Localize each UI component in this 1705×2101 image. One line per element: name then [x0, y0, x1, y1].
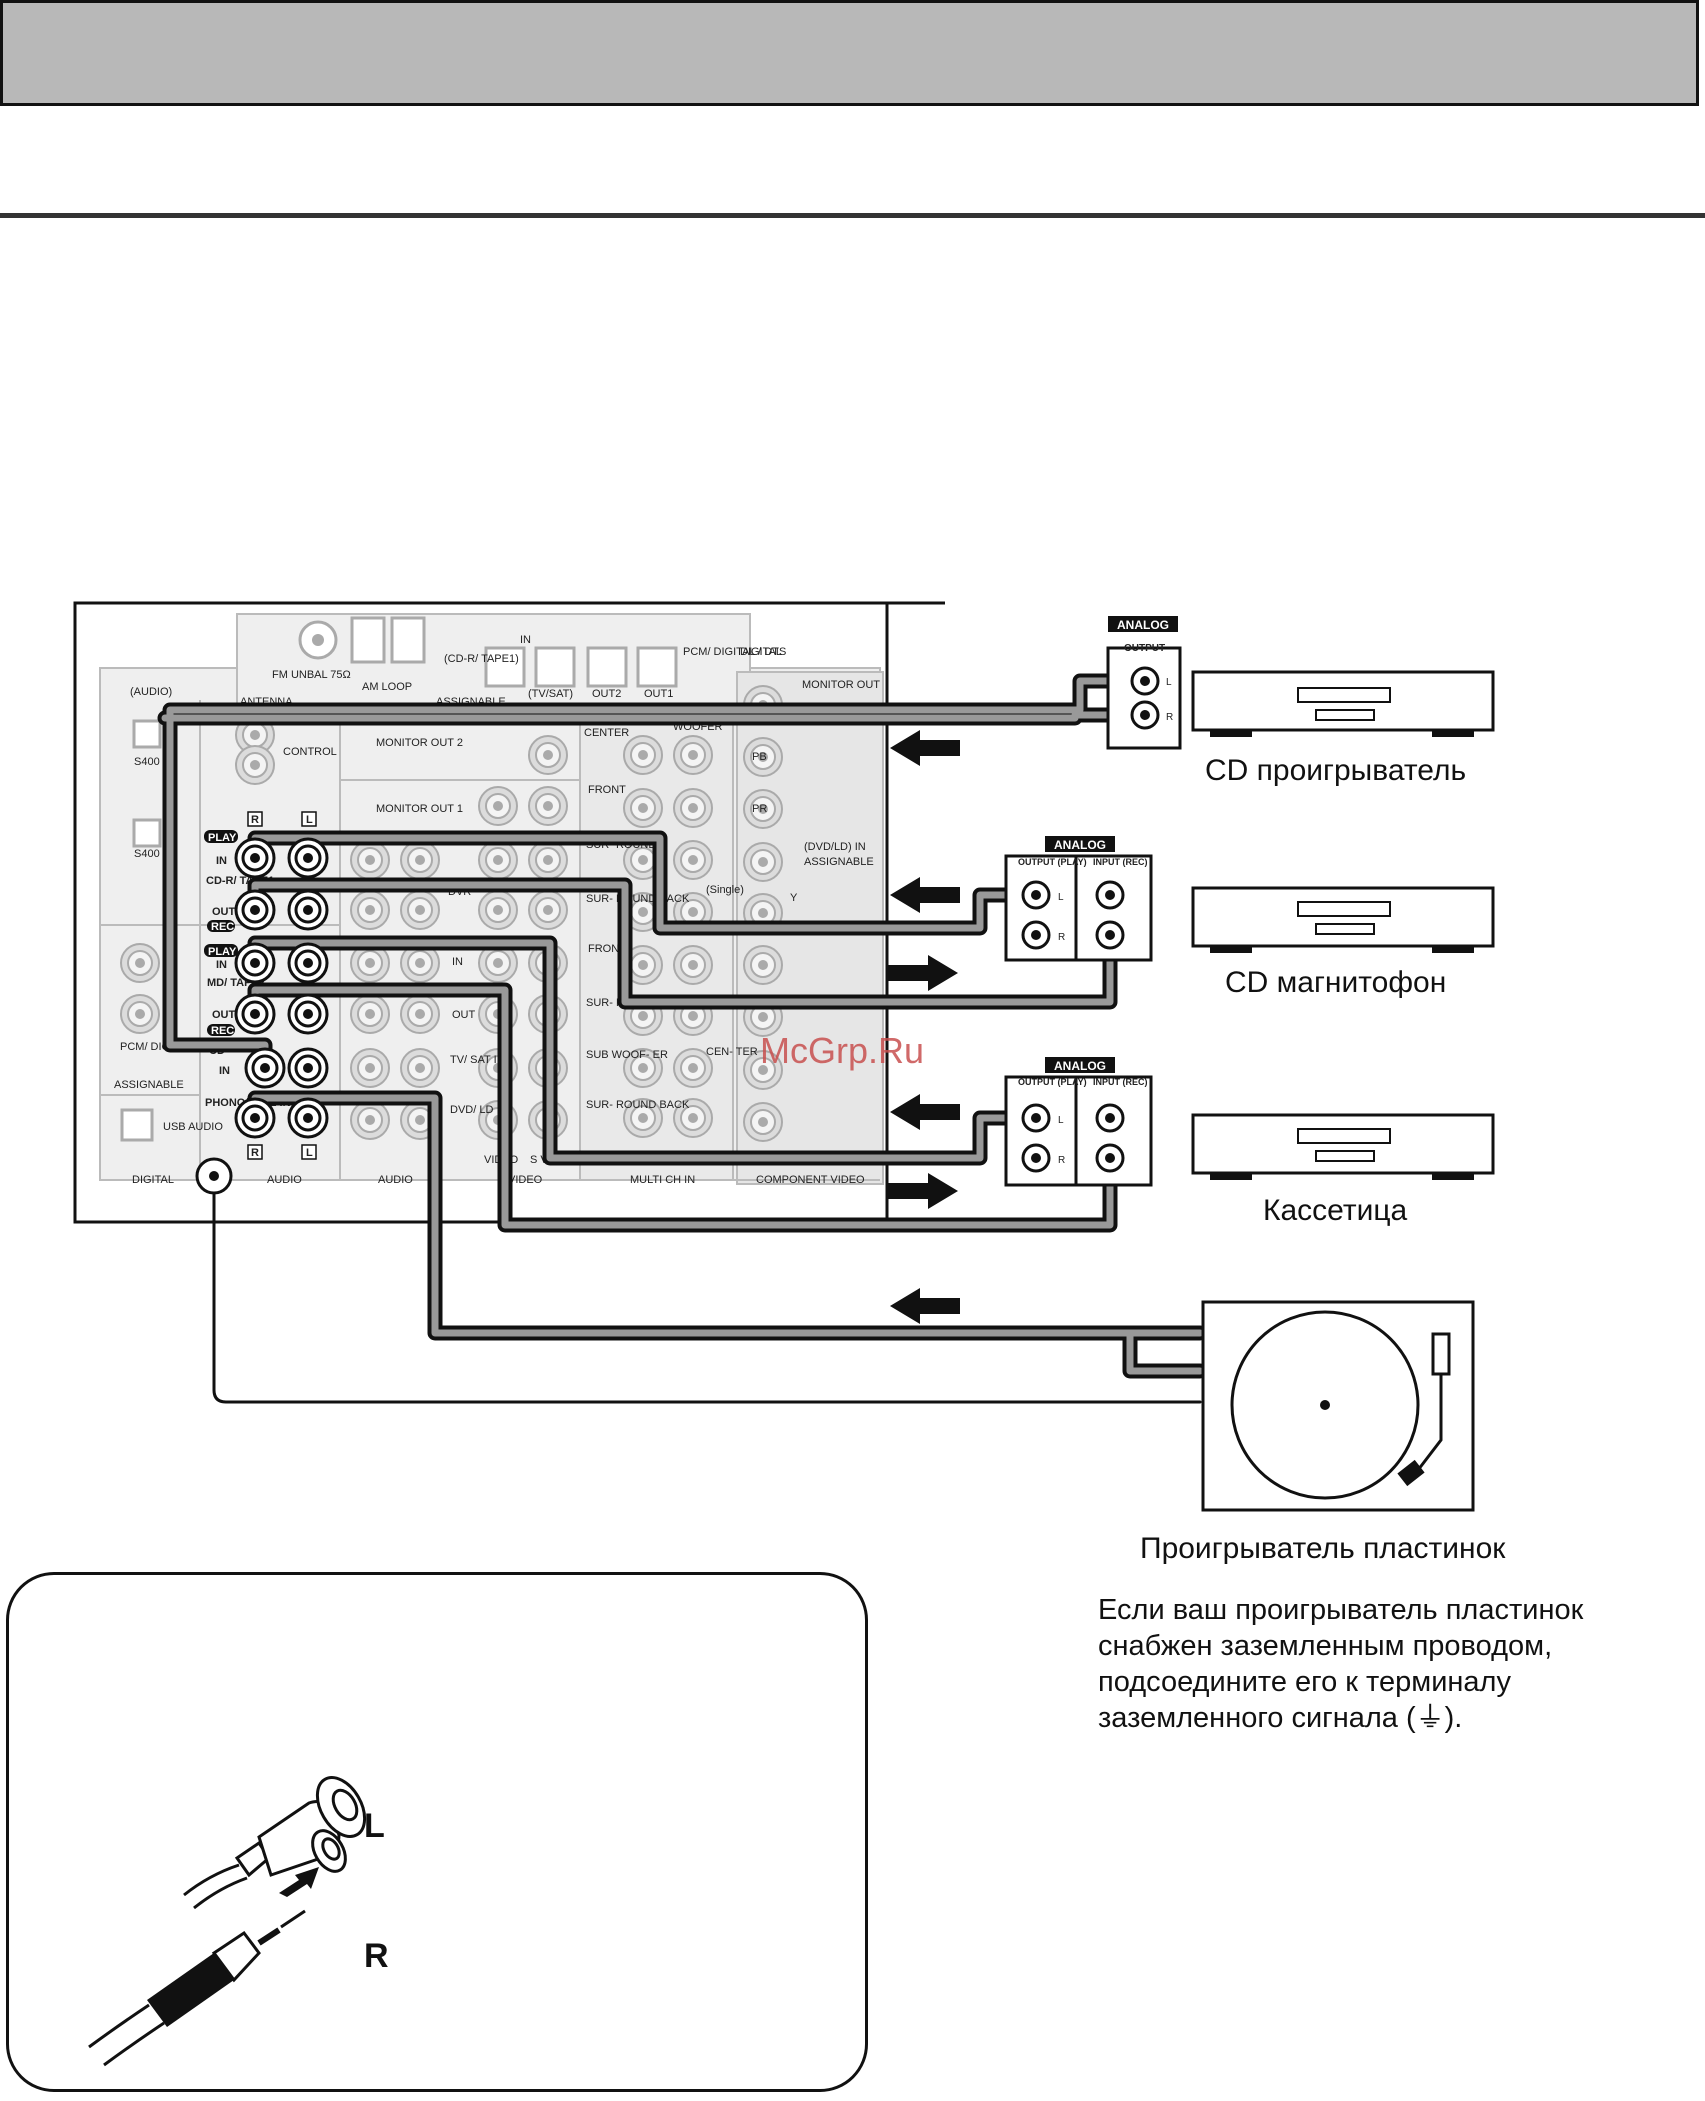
label-input-rec-2: INPUT (REC)	[1093, 857, 1148, 867]
label-output-play-3: OUTPUT (PLAY)	[1018, 1077, 1087, 1087]
note-line-4: заземленного сигнала (⏚).	[1098, 1702, 1463, 1734]
label-multi-ch: MULTI CH IN	[630, 1174, 695, 1186]
device-name-cd-recorder: CD магнитофон	[1225, 966, 1446, 999]
device-cassette: ANALOG OUTPUT (PLAY) INPUT (REC) L R Кас…	[1004, 1057, 1495, 1227]
watermark: McGrp.Ru	[760, 1030, 924, 1071]
label-cd-r: R	[1166, 712, 1173, 723]
label-dvd-ld-in: (DVD/LD) IN	[804, 841, 866, 853]
label-rec-1: REC	[211, 921, 234, 933]
label-input-rec-3: INPUT (REC)	[1093, 1077, 1148, 1087]
label-out2: OUT2	[592, 688, 621, 700]
label-tv-sat: (TV/SAT)	[528, 688, 573, 700]
badge-analog-1: ANALOG	[1117, 618, 1169, 632]
label-front: FRONT	[588, 784, 626, 796]
label-tape-r: R	[1058, 1155, 1065, 1166]
label-audio-1: AUDIO	[267, 1174, 302, 1186]
label-s400-b: S400	[134, 848, 160, 860]
arrow-left-2	[890, 877, 960, 913]
label-surround-back-2: SUR- ROUND BACK	[586, 1099, 690, 1111]
label-center-2: CEN- TER	[706, 1046, 758, 1058]
plug-label-l: L	[364, 1807, 385, 1845]
device-turntable: Проигрыватель пластинок	[1140, 1300, 1506, 1565]
label-r-top: R	[251, 814, 259, 826]
device-name-cassette: Кассетица	[1263, 1194, 1408, 1227]
label-am: AM LOOP	[362, 681, 412, 693]
label-component-video: COMPONENT VIDEO	[756, 1174, 865, 1186]
label-out1: OUT1	[644, 688, 673, 700]
label-in-2: IN	[216, 959, 227, 971]
badge-analog-2: ANALOG	[1054, 838, 1106, 852]
label-i-audio: (AUDIO)	[130, 686, 172, 698]
label-digital-top: DIGITAL	[740, 646, 782, 658]
device-cd-player: ANALOG OUTPUT L R CD проигрыватель	[1106, 616, 1495, 787]
arrow-right-1	[888, 955, 958, 991]
label-cdr-l: L	[1058, 892, 1064, 903]
label-pcm: PCM/ DIGITAL / DTS	[683, 646, 786, 658]
label-play-1: PLAY	[208, 832, 237, 844]
plug-label-r: R	[364, 1937, 389, 1975]
label-fm: FM UNBAL 75Ω	[272, 669, 351, 681]
label-single: (Single)	[706, 884, 744, 896]
label-r-bottom: R	[251, 1147, 259, 1159]
note-line-1: Если ваш проигрыватель пластинок	[1098, 1594, 1584, 1626]
label-out-1: OUT	[212, 906, 236, 918]
label-s400-a: S400	[134, 756, 160, 768]
label-in-top: IN	[520, 634, 531, 646]
device-name-cd-player: CD проигрыватель	[1205, 754, 1466, 787]
label-l-top: L	[306, 814, 313, 826]
label-sub-woofer: SUB WOOF- ER	[586, 1049, 668, 1061]
section-rule	[0, 213, 1705, 218]
label-video-section: VIDEO	[508, 1174, 543, 1186]
label-assignable-3: ASSIGNABLE	[114, 1079, 184, 1091]
label-pr: PR	[752, 803, 767, 815]
label-l-bottom: L	[306, 1147, 313, 1159]
note-line-3: подсоедините его к терминалу	[1098, 1666, 1511, 1698]
label-digital-bottom: DIGITAL	[132, 1174, 174, 1186]
turntable-ground-note: Если ваш проигрыватель пластинок снабжен…	[1098, 1592, 1658, 1736]
label-pb: PB	[752, 751, 767, 763]
label-dvd-ld-in2: DVD/ LD IN	[450, 1104, 508, 1116]
label-center: CENTER	[584, 727, 629, 739]
label-assignable-2: ASSIGNABLE	[804, 856, 874, 868]
label-monitor-out: MONITOR OUT	[802, 679, 880, 691]
arrow-left-4	[890, 1288, 960, 1324]
label-output-1: OUTPUT	[1124, 643, 1165, 654]
plug-illustration: L R	[88, 1776, 389, 2067]
arrow-left-1	[890, 730, 960, 766]
label-y: Y	[790, 892, 798, 904]
label-tape-l: L	[1058, 1115, 1064, 1126]
label-audio-2: AUDIO	[378, 1174, 413, 1186]
note-line-2: снабжен заземленным проводом,	[1098, 1630, 1553, 1662]
device-name-turntable: Проигрыватель пластинок	[1140, 1532, 1506, 1565]
label-in-3: IN	[219, 1065, 230, 1077]
label-output-play-2: OUTPUT (PLAY)	[1018, 857, 1087, 867]
header-bar	[0, 0, 1699, 106]
label-in-mid: IN	[452, 956, 463, 968]
label-cdr-r: R	[1058, 932, 1065, 943]
label-out-2: OUT	[212, 1009, 236, 1021]
device-cd-recorder: ANALOG OUTPUT (PLAY) INPUT (REC) L R CD …	[1004, 836, 1495, 999]
arrow-left-3	[890, 1094, 960, 1130]
label-play-2: PLAY	[208, 946, 237, 958]
label-cdr-tape1: (CD-R/ TAPE1)	[444, 653, 519, 665]
arrows	[888, 730, 960, 1324]
label-usb-audio: USB AUDIO	[163, 1121, 223, 1133]
label-monitor-out2: MONITOR OUT 2	[376, 737, 463, 749]
label-front-2: FRONT	[588, 943, 626, 955]
label-rec-2: REC	[211, 1025, 234, 1037]
label-cd-l: L	[1166, 677, 1172, 688]
label-surround-back: SUR- ROUND BACK	[586, 893, 690, 905]
label-control: CONTROL	[283, 746, 337, 758]
badge-analog-3: ANALOG	[1054, 1059, 1106, 1073]
arrow-right-2	[888, 1173, 958, 1209]
plug-tip-box: L R	[6, 1572, 868, 2092]
label-in-1: IN	[216, 855, 227, 867]
label-out-mid: OUT	[452, 1009, 476, 1021]
label-tv-sat-in: TV/ SAT IN	[450, 1054, 505, 1066]
label-monitor-out1: MONITOR OUT 1	[376, 803, 463, 815]
